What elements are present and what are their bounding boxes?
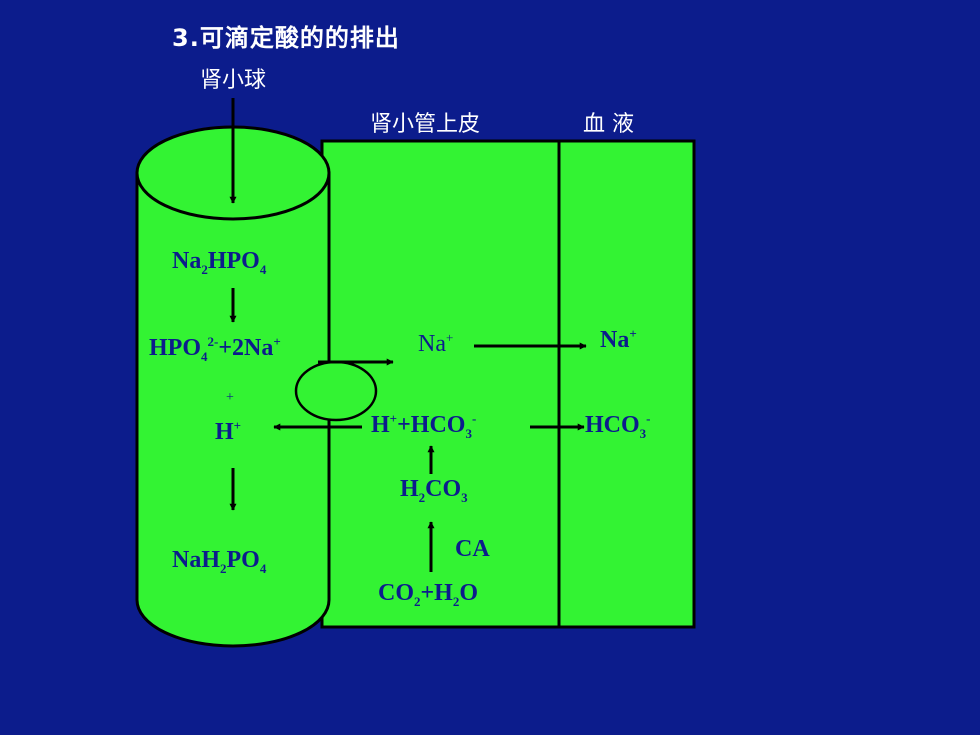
chem-h2co3: H2CO3 bbox=[400, 476, 468, 505]
label-blood: 血 液 bbox=[583, 112, 634, 137]
chem-co2-h2o: CO2+H2O bbox=[378, 580, 479, 609]
chem-ca-enzyme: CA bbox=[455, 536, 490, 562]
tubule-cylinder-body bbox=[135, 171, 331, 648]
slide-title: 3.可滴定酸的的排出 bbox=[172, 24, 400, 52]
chem-na-cell: Na+ bbox=[418, 330, 454, 357]
chem-nah2po4: NaH2PO4 bbox=[172, 547, 267, 576]
label-glomerulus: 肾小球 bbox=[200, 68, 267, 93]
chem-h-lumen: H+ bbox=[215, 418, 242, 445]
chem-hpo4-2na: HPO42-+2Na+ bbox=[149, 334, 281, 364]
chem-h-plus-mark: + bbox=[226, 390, 234, 405]
chem-na2hpo4: Na2HPO4 bbox=[172, 248, 267, 277]
chem-hco3-blood: HCO3- bbox=[585, 411, 651, 441]
chem-h-hco3: H++HCO3- bbox=[371, 411, 477, 441]
chem-na-blood: Na+ bbox=[600, 326, 637, 353]
label-tubule-epithelium: 肾小管上皮 bbox=[370, 112, 481, 137]
exchanger-circle bbox=[294, 360, 378, 422]
blood-box bbox=[557, 139, 696, 629]
